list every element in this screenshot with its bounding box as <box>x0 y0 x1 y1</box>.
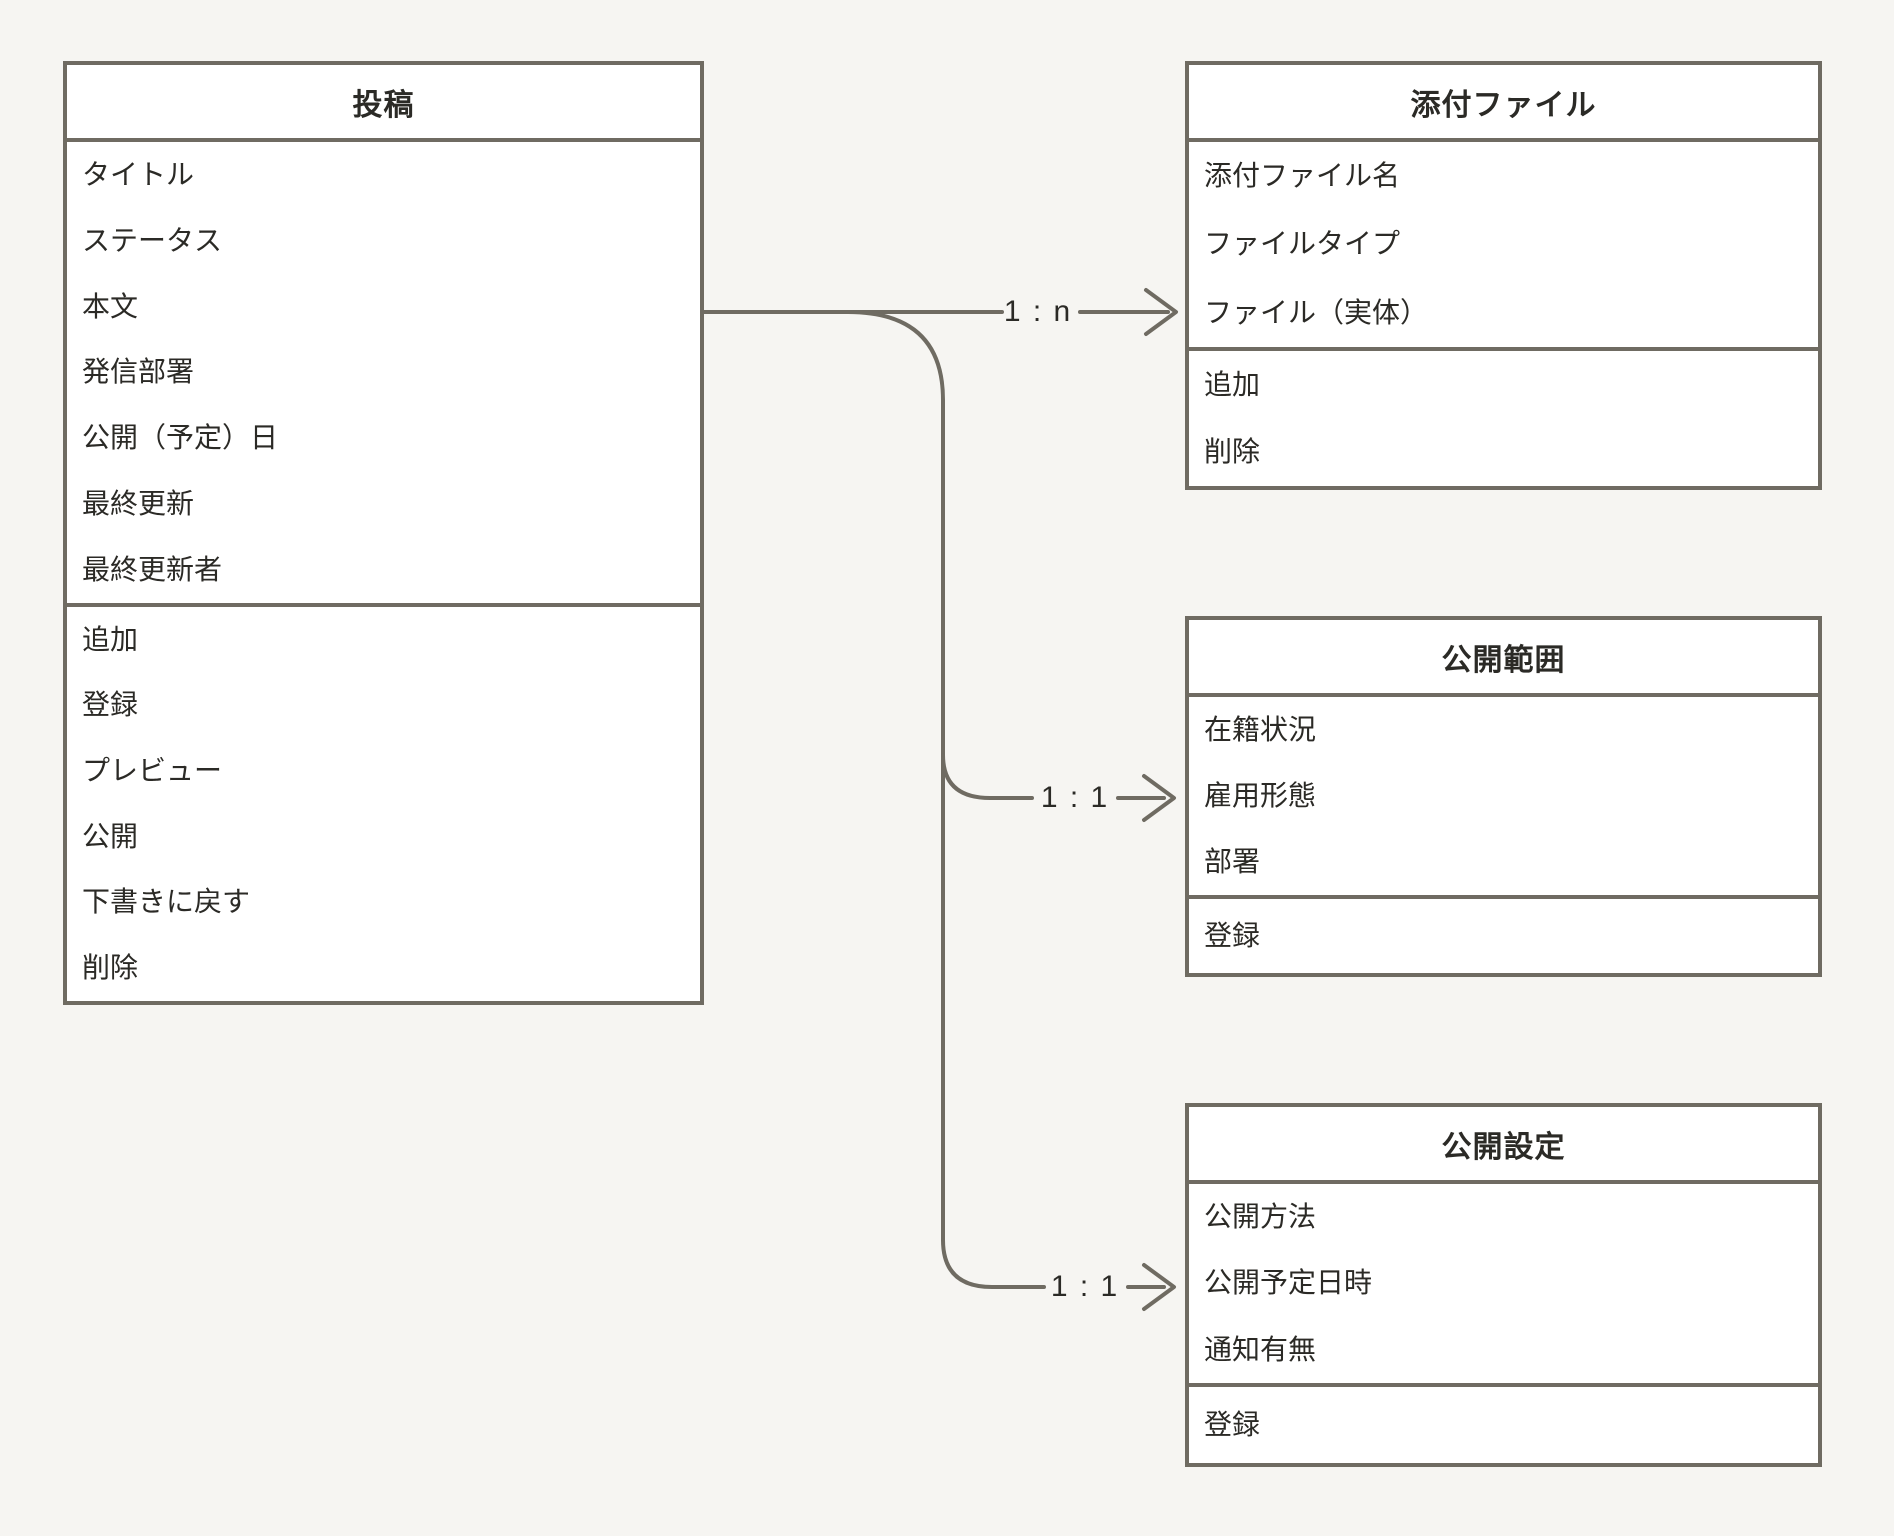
relation-label-1n: 1 : n <box>1003 295 1073 328</box>
attribute-row: 在籍状況 <box>1204 713 1317 745</box>
attribute-row: 公開予定日時 <box>1204 1267 1373 1299</box>
relation-trunk-line <box>846 310 945 1242</box>
entity-publish-settings: 公開設定 公開方法 公開予定日時 通知有無 登録 <box>1185 1103 1822 1467</box>
attribute-row: 発信部署 <box>82 356 195 388</box>
action-row: 追加 <box>1204 368 1261 400</box>
entity-publish-scope-title: 公開範囲 <box>1189 620 1818 697</box>
action-row: 下書きに戻す <box>82 886 251 918</box>
action-row: 追加 <box>82 623 139 655</box>
entity-publish-settings-actions: 登録 <box>1189 1383 1818 1463</box>
relation-label-1-1-scope: 1 : 1 <box>1040 781 1110 814</box>
relation-branch <box>941 1238 1046 1289</box>
attribute-row: 最終更新者 <box>82 553 223 585</box>
action-row: 削除 <box>82 952 139 984</box>
relation-trunk <box>846 310 945 1242</box>
relation-post-attachment-line <box>702 288 1178 336</box>
entity-publish-scope-actions: 登録 <box>1189 895 1818 973</box>
entity-post-title: 投稿 <box>67 65 700 142</box>
action-row: 削除 <box>1204 436 1261 468</box>
relation-branch <box>941 753 1034 800</box>
relation-arrowhead <box>1144 288 1178 336</box>
entity-publish-settings-title: 公開設定 <box>1189 1107 1818 1184</box>
action-row: 登録 <box>1204 919 1261 951</box>
relation-label-1-1-settings: 1 : 1 <box>1050 1270 1120 1303</box>
attribute-row: 通知有無 <box>1204 1333 1317 1365</box>
entity-publish-settings-attributes: 公開方法 公開予定日時 通知有無 <box>1189 1184 1818 1383</box>
attribute-row: 雇用形態 <box>1204 779 1317 811</box>
relation-arrowhead <box>1142 774 1176 822</box>
attribute-row: 本文 <box>82 290 139 322</box>
entity-post: 投稿 タイトル ステータス 本文 発信部署 公開（予定）日 最終更新 最終更新者… <box>63 61 704 1005</box>
entity-post-actions: 追加 登録 プレビュー 公開 下書きに戻す 削除 <box>67 603 700 1001</box>
attribute-row: ステータス <box>82 224 223 256</box>
entity-publish-scope-attributes: 在籍状況 雇用形態 部署 <box>1189 697 1818 895</box>
attribute-row: 添付ファイル名 <box>1204 160 1401 192</box>
attribute-row: 部署 <box>1204 845 1261 877</box>
entity-attachment: 添付ファイル 添付ファイル名 ファイルタイプ ファイル（実体） 追加 削除 <box>1185 61 1822 490</box>
entity-publish-scope: 公開範囲 在籍状況 雇用形態 部署 登録 <box>1185 616 1822 977</box>
relation-arrowhead <box>1142 1263 1176 1311</box>
entity-attachment-title: 添付ファイル <box>1189 65 1818 142</box>
entity-attachment-actions: 追加 削除 <box>1189 347 1818 486</box>
attribute-row: 公開（予定）日 <box>82 422 279 454</box>
attribute-row: 最終更新 <box>82 488 195 520</box>
attribute-row: タイトル <box>82 158 195 190</box>
attribute-row: 公開方法 <box>1204 1201 1317 1233</box>
attribute-row: ファイルタイプ <box>1204 228 1401 260</box>
entity-attachment-attributes: 添付ファイル名 ファイルタイプ ファイル（実体） <box>1189 142 1818 347</box>
entity-post-attributes: タイトル ステータス 本文 発信部署 公開（予定）日 最終更新 最終更新者 <box>67 142 700 603</box>
attribute-row: ファイル（実体） <box>1204 296 1429 328</box>
action-row: 登録 <box>1204 1408 1261 1440</box>
action-row: プレビュー <box>82 755 223 787</box>
action-row: 公開 <box>82 820 139 852</box>
action-row: 登録 <box>82 689 139 721</box>
